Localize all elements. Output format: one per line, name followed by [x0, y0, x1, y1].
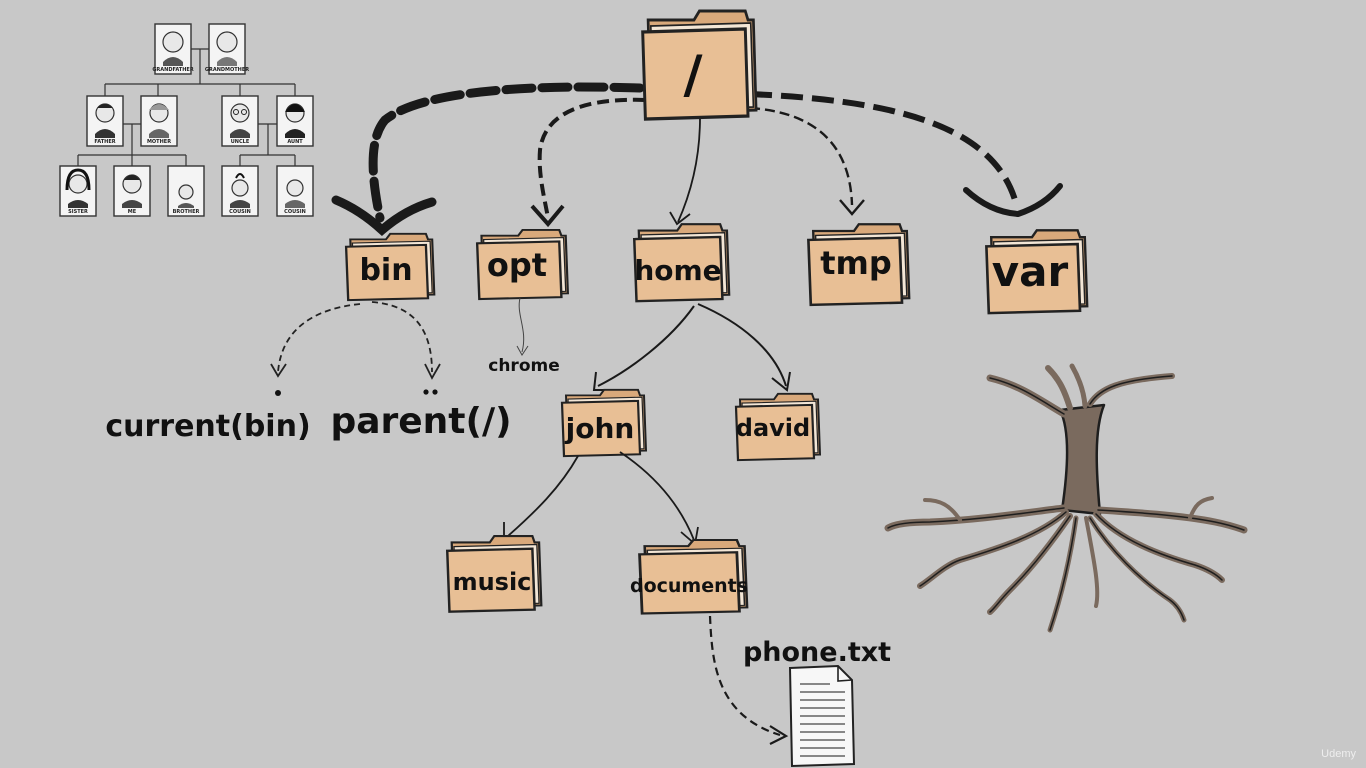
label-grandfather: GRANDFATHER — [152, 67, 193, 73]
label-father: FATHER — [94, 139, 115, 145]
portrait-brother: BROTHER — [167, 165, 205, 217]
home-edges — [592, 303, 791, 392]
portrait-father: FATHER — [86, 95, 124, 147]
edge-documents-phone — [708, 615, 781, 737]
dot-parent-1 — [423, 389, 429, 395]
label-sister: SISTER — [68, 209, 88, 215]
label-aunt: AUNT — [287, 139, 303, 145]
folder-var-label: var — [992, 247, 1069, 296]
label-parent: parent(/) — [330, 401, 511, 442]
dot-current — [275, 390, 281, 396]
label-cousin-1: COUSIN — [229, 209, 251, 215]
label-cousin-2: COUSIN — [284, 209, 306, 215]
label-grandmother: GRANDMOTHER — [205, 67, 249, 73]
edge-root-var-head — [963, 183, 1063, 218]
edge-root-tmp-head — [839, 199, 865, 216]
folder-root-label: / — [684, 45, 703, 105]
label-me: ME — [128, 209, 137, 215]
edge-root-opt — [537, 97, 646, 219]
edge-john-documents — [619, 451, 695, 541]
edge-root-home-head — [669, 211, 691, 226]
folder-music-label: music — [453, 568, 532, 596]
john-edges — [503, 451, 699, 546]
label-brother: BROTHER — [173, 209, 200, 215]
udemy-watermark: Udemy — [1321, 748, 1356, 760]
label-current: current(bin) — [105, 409, 310, 444]
label-chrome: chrome — [488, 356, 560, 376]
folder-bin-label: bin — [359, 253, 412, 288]
edge-home-david-head — [771, 371, 791, 392]
bin-edges — [270, 301, 441, 380]
label-mother: MOTHER — [147, 139, 171, 145]
portrait-sister: SISTER — [59, 165, 97, 217]
document-icon — [788, 664, 856, 768]
folder-home-label: home — [634, 254, 721, 287]
portrait-cousin-2: COUSIN — [276, 165, 314, 217]
edge-home-david — [697, 303, 787, 387]
edge-bin-parent-head — [424, 363, 441, 380]
family-tree-lines — [77, 48, 296, 166]
edge-home-john — [597, 305, 695, 387]
edge-opt-chrome-head — [516, 345, 529, 356]
portrait-aunt: AUNT — [276, 95, 314, 147]
portrait-mother: MOTHER — [140, 95, 178, 147]
label-phone: phone.txt — [743, 637, 891, 668]
family-tree: GRANDFATHER GRANDMOTHER FATHER MOTHER — [59, 23, 314, 217]
edge-bin-current — [277, 303, 361, 373]
folder-opt-label: opt — [487, 246, 547, 284]
edge-root-bin-head — [331, 195, 437, 237]
portrait-grandfather: GRANDFATHER — [152, 23, 194, 75]
label-uncle: UNCLE — [231, 139, 250, 145]
edge-bin-current-head — [270, 363, 287, 378]
tree-roots-illustration — [884, 363, 1248, 633]
edge-root-var — [749, 91, 1018, 201]
edge-john-music — [507, 455, 579, 537]
folder-documents-label: documents — [630, 575, 748, 597]
portrait-uncle: UNCLE — [221, 95, 259, 147]
edge-root-home — [677, 117, 701, 223]
portrait-me: ME — [113, 165, 151, 217]
portrait-cousin-1: COUSIN — [221, 165, 259, 217]
dot-parent-2 — [432, 389, 438, 395]
folder-tmp-label: tmp — [820, 244, 892, 282]
root-edges — [331, 82, 1063, 237]
portrait-grandmother: GRANDMOTHER — [205, 23, 249, 75]
edge-root-tmp — [749, 106, 854, 206]
edge-root-opt-head — [530, 204, 565, 228]
edge-bin-parent — [371, 301, 433, 373]
edge-root-bin — [368, 82, 645, 223]
folder-david-label: david — [736, 414, 810, 442]
edge-documents-phone-head — [769, 725, 789, 745]
edge-opt-chrome — [518, 297, 525, 353]
folder-john-label: john — [565, 412, 635, 445]
